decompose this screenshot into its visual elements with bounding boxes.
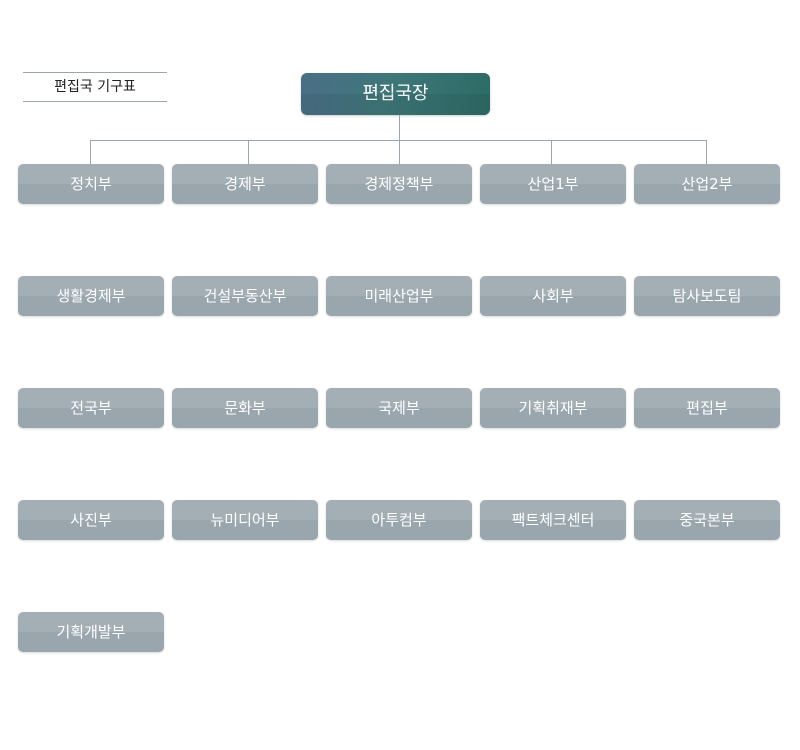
connector-line (248, 140, 249, 164)
department-box[interactable]: 편집부 (634, 388, 780, 428)
connector-line (90, 140, 707, 141)
connector-line (90, 140, 91, 164)
department-box[interactable]: 아투컴부 (326, 500, 472, 540)
editor-in-chief-box[interactable]: 편집국장 (301, 73, 490, 115)
department-box[interactable]: 뉴미디어부 (172, 500, 318, 540)
department-box[interactable]: 중국본부 (634, 500, 780, 540)
connector-line (706, 140, 707, 164)
department-box[interactable]: 생활경제부 (18, 276, 164, 316)
department-box[interactable]: 정치부 (18, 164, 164, 204)
department-box[interactable]: 문화부 (172, 388, 318, 428)
department-box[interactable]: 사회부 (480, 276, 626, 316)
department-box[interactable]: 사진부 (18, 500, 164, 540)
department-box[interactable]: 기획개발부 (18, 612, 164, 652)
department-box[interactable]: 팩트체크센터 (480, 500, 626, 540)
department-box[interactable]: 기획취재부 (480, 388, 626, 428)
department-box[interactable]: 산업2부 (634, 164, 780, 204)
department-box[interactable]: 건설부동산부 (172, 276, 318, 316)
department-box[interactable]: 탐사보도팀 (634, 276, 780, 316)
department-box[interactable]: 경제정책부 (326, 164, 472, 204)
connector-line (399, 115, 400, 164)
chart-title: 편집국 기구표 (23, 72, 167, 102)
department-box[interactable]: 전국부 (18, 388, 164, 428)
department-box[interactable]: 경제부 (172, 164, 318, 204)
connector-line (551, 140, 552, 164)
department-box[interactable]: 산업1부 (480, 164, 626, 204)
department-box[interactable]: 국제부 (326, 388, 472, 428)
department-box[interactable]: 미래산업부 (326, 276, 472, 316)
